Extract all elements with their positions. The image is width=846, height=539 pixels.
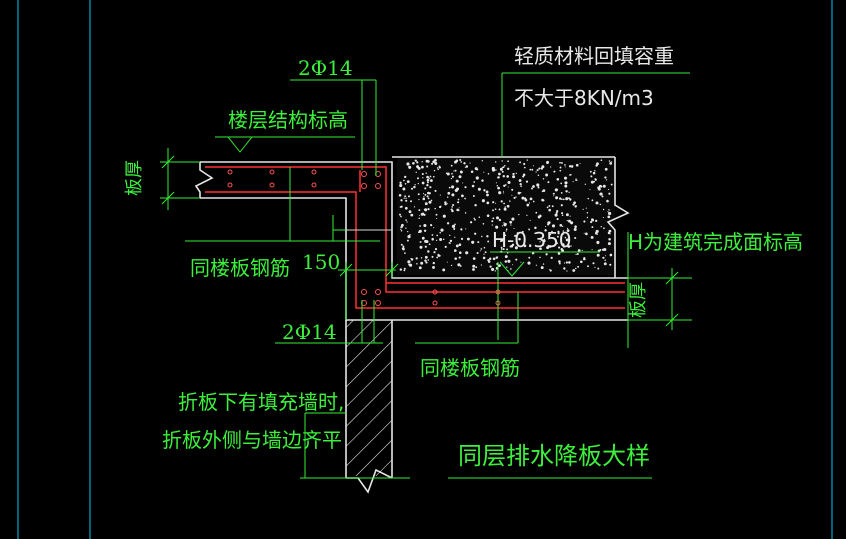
fill-speckles: [398, 158, 613, 272]
same-rebar-right-label: 同楼板钢筋: [420, 356, 520, 380]
detail-title: 同层排水降板大样: [458, 442, 650, 470]
floor-elevation-label: 楼层结构标高: [228, 108, 348, 132]
wall-note-line-1: 折板下有填充墙时,: [178, 390, 345, 414]
elevation-h-label: H-0.350: [492, 228, 572, 252]
wall-note-line-2: 折板外侧与墙边齐平: [162, 428, 342, 452]
same-rebar-left-label: 同楼板钢筋: [190, 256, 290, 280]
lightweight-fill: [397, 157, 615, 275]
dim-150-label: 150: [302, 250, 341, 274]
infill-wall: [346, 320, 392, 476]
leader-lines: [160, 72, 692, 479]
slab-thickness-right-label: 板厚: [628, 282, 649, 318]
h-note-label: H为建筑完成面标高: [628, 230, 804, 254]
rebar-dots: [227, 169, 501, 306]
sheet-frame: [17, 0, 833, 539]
fill-material-label-1: 轻质材料回填容重: [514, 44, 674, 68]
slab-thickness-left-label: 板厚: [124, 160, 145, 196]
rebar-bottom-label: 2Φ14: [282, 320, 337, 344]
fill-material-label-2: 不大于8KN/m3: [514, 86, 654, 110]
rebar-top-label: 2Φ14: [298, 56, 353, 80]
